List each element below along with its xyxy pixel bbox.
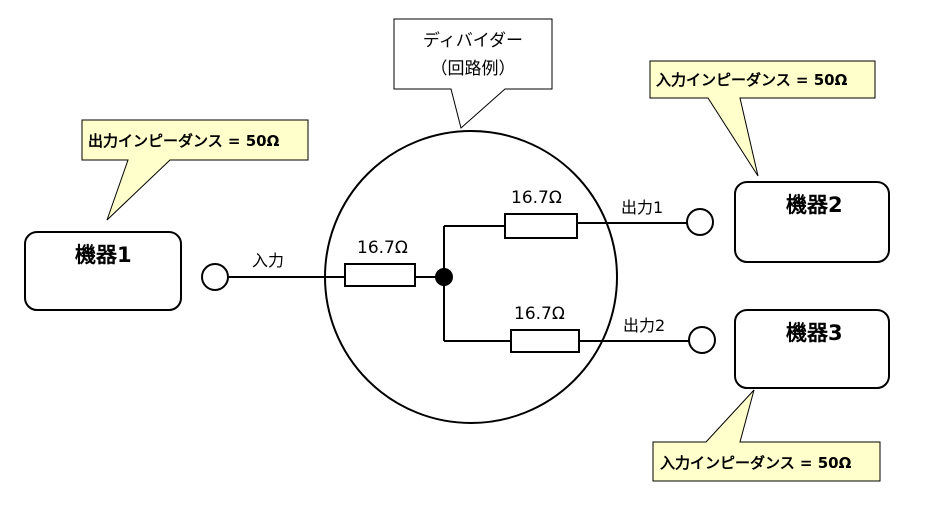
in-impedance-text-bottom: 入力インピーダンス = 50Ω — [660, 454, 852, 472]
out-impedance-callout — [81, 119, 309, 221]
device2-label: 機器2 — [786, 193, 843, 217]
in-impedance-text-top: 入力インピーダンス = 50Ω — [656, 71, 848, 89]
divider-callout — [393, 18, 553, 129]
divider-subtitle: （回路例） — [431, 59, 516, 79]
device1-label: 機器1 — [75, 243, 132, 267]
divider-title: ディバイダー — [423, 30, 523, 51]
output1-resistor — [504, 213, 578, 239]
device1-box — [24, 231, 182, 311]
device3-label: 機器3 — [786, 321, 843, 345]
output1-terminal — [686, 208, 714, 236]
output2-label: 出力2 — [623, 316, 665, 335]
in-impedance-callout-top — [649, 60, 876, 177]
input-resistor-label: 16.7Ω — [357, 238, 408, 258]
out-impedance-text: 出力インピーダンス = 50Ω — [88, 132, 280, 150]
output2-terminal — [688, 326, 716, 354]
output2-resistor-label: 16.7Ω — [514, 304, 565, 324]
output1-resistor-label: 16.7Ω — [511, 188, 562, 208]
input-terminal — [201, 263, 229, 291]
input-resistor — [344, 263, 416, 287]
device3-box — [734, 309, 890, 389]
in-impedance-callout-bottom — [652, 389, 881, 482]
device2-box — [734, 181, 890, 263]
output2-resistor — [510, 329, 580, 353]
output1-label: 出力1 — [621, 198, 663, 217]
input-label: 入力 — [252, 251, 284, 270]
